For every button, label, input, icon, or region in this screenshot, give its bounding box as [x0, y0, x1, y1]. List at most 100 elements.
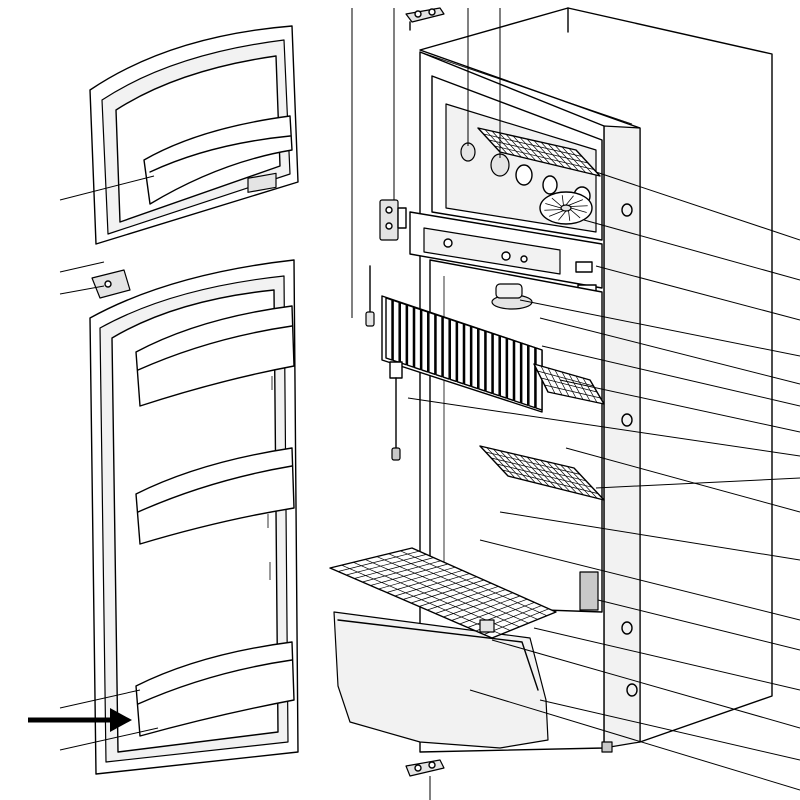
leader-line	[559, 379, 800, 433]
hinge-middle-pin	[385, 222, 393, 230]
cabinet-side-hole	[621, 413, 633, 427]
cooling-fin	[513, 340, 522, 404]
cooling-fin	[449, 318, 457, 383]
shelf-wire	[483, 608, 549, 635]
leader-line	[491, 639, 800, 729]
door-shelf-bottom-body	[135, 641, 295, 737]
shelf-wire	[496, 463, 593, 488]
control-knob	[520, 255, 528, 263]
cooling-fin	[506, 337, 515, 402]
hinge-middle	[379, 199, 407, 241]
shelf-wire	[506, 452, 536, 484]
shelf-wire	[346, 554, 427, 576]
sensor-clip	[389, 361, 403, 379]
wire-shelf-bottom	[329, 547, 557, 639]
freezer-shelf	[477, 127, 601, 177]
shelf-wire	[491, 457, 587, 482]
leader-line	[59, 175, 155, 201]
cooling-fin	[421, 309, 429, 373]
shelf-wire	[502, 469, 599, 494]
leader-line	[479, 539, 800, 621]
shelf-wire	[540, 377, 598, 393]
fan-blade	[544, 209, 562, 211]
leader-line	[541, 345, 800, 407]
cooling-fin	[413, 306, 422, 371]
cabinet-side-hole	[621, 621, 633, 635]
temperature-sensor	[365, 265, 403, 461]
hinge-upper-pin	[428, 8, 436, 16]
fan-blade	[561, 195, 564, 206]
cooling-fin	[485, 330, 493, 395]
shelf-wire	[560, 464, 591, 497]
hinge-lower-pin	[428, 761, 436, 769]
control-panel-face	[423, 227, 561, 275]
shelf-wire	[553, 463, 584, 496]
fan-blade	[565, 195, 574, 206]
shelf-wire	[533, 458, 564, 490]
fridge-compartment	[429, 259, 603, 613]
leader-line	[469, 689, 800, 791]
cooling-fins	[381, 295, 543, 413]
shelf-wire	[513, 453, 543, 485]
leader-lines	[59, 8, 800, 800]
cabinet-top-edge	[419, 51, 633, 125]
fridge-door-shelf-middle	[135, 447, 295, 545]
freezer-shelf-grid	[483, 129, 595, 175]
cooling-fin	[478, 328, 486, 392]
cooling-fin	[492, 333, 500, 397]
leader-line	[595, 171, 800, 241]
door-shelf-top-rim	[137, 325, 293, 371]
control-knob	[501, 251, 511, 261]
shelf-bracket	[479, 619, 495, 633]
crisper-drawer-rim	[337, 619, 539, 691]
fan-blade	[568, 210, 571, 221]
evaporator-knob	[542, 175, 558, 195]
cabinet-foot	[601, 741, 613, 753]
hinge-lower-pin	[414, 764, 422, 772]
shelf-wire	[378, 566, 456, 590]
crisper-drawer	[333, 611, 549, 749]
shelf-wire	[394, 573, 470, 597]
wire-shelf-middle-grid	[485, 447, 599, 499]
leader-line	[595, 265, 800, 321]
cooling-fin	[535, 347, 543, 411]
wire-shelf-bottom-grid	[338, 550, 549, 635]
shelf-wire	[537, 370, 594, 387]
sensor-plug	[391, 447, 401, 461]
fan-blade	[568, 199, 584, 206]
shelf-wire	[459, 598, 528, 625]
shelf-wire	[485, 451, 581, 475]
hinge-upper-pin	[414, 10, 422, 18]
cooling-fin	[435, 313, 443, 378]
door-shelf-top-body	[135, 305, 295, 407]
shelf-wire	[493, 448, 522, 480]
panel-switch	[575, 261, 593, 273]
fan-blade	[570, 207, 587, 213]
fan-blade	[545, 203, 562, 209]
leader-line	[407, 397, 800, 457]
leader-line	[59, 261, 105, 273]
fan-blade	[548, 210, 564, 217]
leader-line	[59, 285, 105, 295]
door-shelf-bottom-rim	[137, 659, 293, 705]
leader-line	[533, 627, 800, 691]
hinge-middle-bracket	[397, 207, 407, 229]
cabinet-side-hole	[621, 203, 633, 217]
cooling-fin	[471, 325, 479, 390]
shelf-wire	[386, 570, 463, 593]
hinge-upper-plate	[405, 7, 445, 23]
leader-line	[519, 299, 800, 357]
control-knob	[443, 238, 453, 248]
cooling-fin	[499, 335, 507, 399]
freezer-door-shelf-rim	[149, 135, 291, 173]
shelf-wire	[427, 586, 499, 611]
shelf-wire	[488, 139, 589, 164]
fridge-door-shelf-bottom	[135, 641, 295, 737]
shelf-wire	[354, 557, 434, 579]
shelf-wire	[467, 602, 535, 628]
leader-line	[583, 219, 800, 281]
shelf-wire	[402, 576, 477, 600]
leader-line	[59, 727, 159, 751]
hinge-middle-pin	[385, 206, 393, 214]
